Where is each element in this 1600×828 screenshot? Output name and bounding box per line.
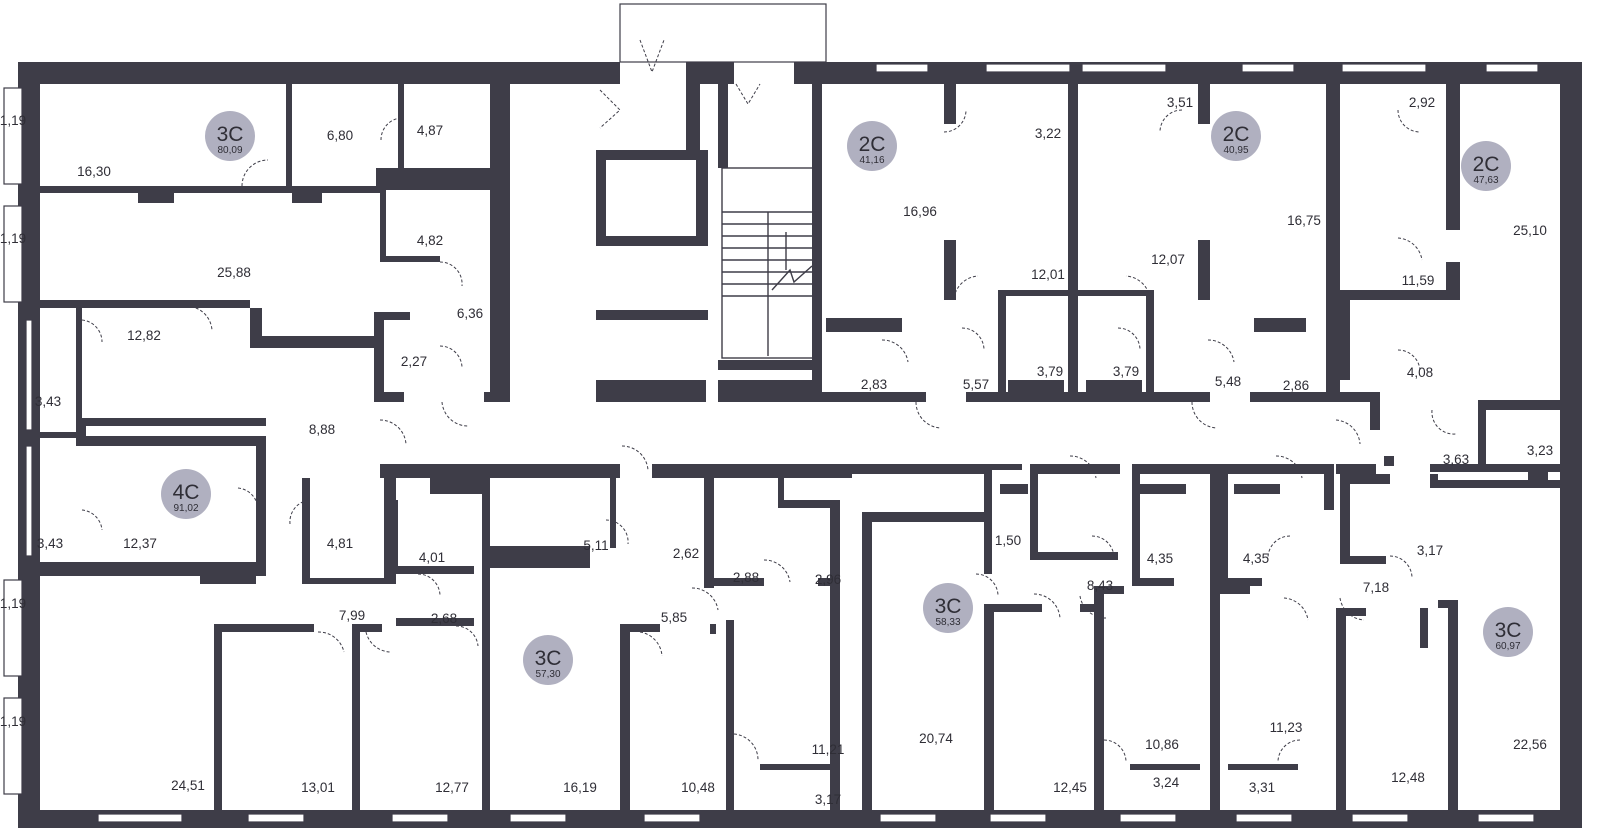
room-area-labels: 1,19 1,19 1,19 1,19 16,30 6,80 4,87 25,8… — [0, 95, 1553, 807]
room-area: 2,27 — [401, 354, 427, 369]
apartment-code: 2С — [1223, 123, 1250, 146]
apartment-code: 3С — [1495, 619, 1522, 642]
room-area: 1,19 — [0, 113, 26, 128]
room-area: 16,96 — [903, 204, 937, 219]
room-area: 12,45 — [1053, 780, 1087, 795]
room-area: 3,63 — [1443, 452, 1469, 467]
apartment-badge[interactable]: 2С 40,95 — [1211, 111, 1261, 161]
room-area: 10,86 — [1145, 737, 1179, 752]
apartment-badge[interactable]: 3С 80,09 — [205, 111, 255, 161]
room-area: 3,51 — [1167, 95, 1193, 110]
apartment-total-area: 80,09 — [217, 145, 242, 156]
apartment-code: 2С — [859, 133, 886, 156]
staircase — [721, 167, 817, 359]
room-area: 25,10 — [1513, 223, 1547, 238]
room-area: 6,36 — [457, 306, 483, 321]
room-area: 20,74 — [919, 731, 953, 746]
room-area: 5,85 — [661, 610, 687, 625]
room-area: 4,81 — [327, 536, 353, 551]
room-area: 12,48 — [1391, 770, 1425, 785]
room-area: 16,19 — [563, 780, 597, 795]
apartment-badge[interactable]: 2С 47,63 — [1461, 141, 1511, 191]
room-area: 5,57 — [963, 377, 989, 392]
room-area: 3,22 — [1035, 126, 1061, 141]
room-area: 1,19 — [0, 714, 26, 729]
walls — [18, 62, 1582, 828]
room-area: 11,21 — [812, 742, 845, 757]
room-area: 2,88 — [733, 570, 759, 585]
apartment-code: 3С — [217, 123, 244, 146]
room-area: 12,01 — [1031, 267, 1065, 282]
room-area: 4,01 — [419, 550, 445, 565]
apartment-badges: 3С 80,09 4С 91,02 2С 41,16 2С 40,95 2С 4… — [161, 111, 1533, 685]
room-area: 2,86 — [1283, 378, 1309, 393]
room-area: 10,48 — [681, 780, 715, 795]
room-area: 5,11 — [583, 538, 608, 553]
apartment-code: 3С — [535, 647, 562, 670]
room-area: 22,56 — [1513, 737, 1547, 752]
room-area: 4,35 — [1243, 551, 1269, 566]
room-area: 7,99 — [339, 608, 365, 623]
room-area: 5,48 — [1215, 374, 1241, 389]
room-area: 12,82 — [127, 328, 161, 343]
apartment-total-area: 41,16 — [859, 155, 884, 166]
room-area: 3,43 — [35, 394, 61, 409]
room-area: 1,50 — [995, 533, 1021, 548]
apartment-total-area: 57,30 — [535, 669, 560, 680]
apartment-code: 2С — [1473, 153, 1500, 176]
room-area: 7,18 — [1363, 580, 1389, 595]
room-area: 3,24 — [1153, 775, 1180, 790]
apartment-total-area: 60,97 — [1495, 641, 1520, 652]
room-area: 12,77 — [435, 780, 469, 795]
room-area: 16,75 — [1287, 213, 1321, 228]
room-area: 2,62 — [673, 546, 699, 561]
room-area: 3,17 — [815, 792, 841, 807]
room-area: 3,17 — [1417, 543, 1443, 558]
apartment-badge[interactable]: 3С 60,97 — [1483, 607, 1533, 657]
room-area: 3,79 — [1113, 364, 1139, 379]
room-area: 2,68 — [431, 611, 457, 626]
room-area: 3,79 — [1037, 364, 1063, 379]
room-area: 1,19 — [0, 596, 26, 611]
room-area: 13,01 — [301, 780, 335, 795]
room-area: 3,31 — [1249, 780, 1275, 795]
room-area: 25,88 — [217, 265, 251, 280]
room-area: 4,35 — [1147, 551, 1173, 566]
apartment-badge[interactable]: 2С 41,16 — [847, 121, 897, 171]
room-area: 11,59 — [1402, 273, 1435, 288]
apartment-total-area: 47,63 — [1473, 175, 1498, 186]
room-area: 6,80 — [327, 128, 353, 143]
apartment-total-area: 58,33 — [935, 617, 960, 628]
door-swings — [81, 39, 1457, 763]
apartment-total-area: 91,02 — [173, 503, 198, 514]
room-area: 1,19 — [0, 231, 26, 246]
room-area: 24,51 — [171, 778, 205, 793]
room-area: 11,23 — [1270, 720, 1303, 735]
room-area: 2,83 — [861, 377, 887, 392]
room-area: 4,08 — [1407, 365, 1433, 380]
room-area: 2,92 — [1409, 95, 1435, 110]
apartment-badge[interactable]: 4С 91,02 — [161, 469, 211, 519]
room-area: 8,43 — [1087, 578, 1113, 593]
apartment-code: 3С — [935, 595, 962, 618]
room-area: 16,30 — [77, 164, 111, 179]
apartment-total-area: 40,95 — [1223, 145, 1248, 156]
room-area: 3,43 — [37, 536, 63, 551]
room-area: 12,37 — [123, 536, 157, 551]
apartment-code: 4С — [173, 481, 200, 504]
windows — [3, 3, 1539, 823]
apartment-badge[interactable]: 3С 58,33 — [923, 583, 973, 633]
room-area: 3,23 — [1527, 443, 1553, 458]
room-area: 12,07 — [1151, 252, 1185, 267]
apartment-badge[interactable]: 3С 57,30 — [523, 635, 573, 685]
room-area: 4,82 — [417, 233, 443, 248]
room-area: 4,87 — [417, 123, 443, 138]
room-area: 2,96 — [815, 572, 841, 587]
room-area: 8,88 — [309, 422, 335, 437]
